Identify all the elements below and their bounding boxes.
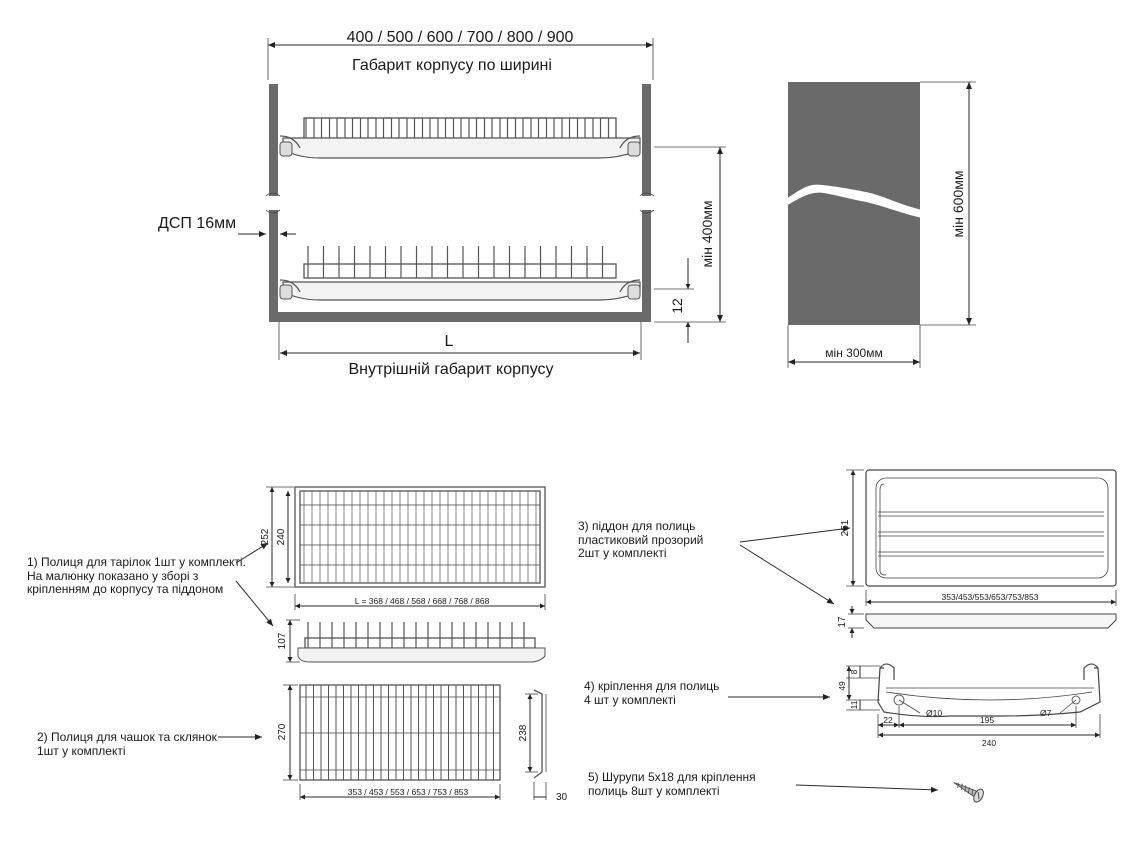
screw-note-line2: полиць 8шт у комплекті: [588, 784, 720, 798]
bottom-board: [278, 312, 642, 322]
board-thickness-label: ДСП 16мм: [158, 215, 236, 232]
tray-sizes: 353/453/553/653/753/853: [942, 592, 1039, 602]
cup-shelf-note: 2) Полиця для чашок та склянок 1шт у ком…: [37, 730, 262, 758]
l-label: L: [445, 333, 454, 350]
mount-dim-8: 8: [849, 669, 859, 674]
plate-shelf-dim-240: 240: [276, 528, 287, 545]
mount-dim-22: 22: [883, 715, 893, 725]
cabinet-side-view: мін 600мм мін 300мм: [786, 81, 976, 368]
cup-shelf-sizes: 353 / 453 / 553 / 653 / 753 / 853: [348, 787, 469, 797]
cup-shelf-drawing: 270 353 / 453 / 553 / 653 / 753 / 853 23…: [277, 684, 568, 803]
plate-shelf-dim-252: 252: [260, 528, 271, 545]
mount-hole-10: Ø10: [926, 708, 942, 718]
plate-shelf-note-line1: 1) Полиця для тарілок 1шт у комплекті.: [27, 555, 246, 569]
plate-shelf-dim-107: 107: [277, 632, 288, 649]
tray-note-line1: 3) піддон для полиць: [578, 519, 695, 533]
cabinet-assembly-view: 400 / 500 / 600 / 700 / 800 / 900 Габари…: [158, 29, 726, 378]
plate-shelf-l-sizes: L = 368 / 468 / 568 / 668 / 768 / 868: [355, 596, 490, 606]
mount-hole-7: Ø7: [1040, 708, 1052, 718]
tray-note: 3) піддон для полиць пластиковий прозори…: [578, 519, 851, 605]
inner-width-caption: Внутрішній габарит корпусу: [348, 361, 553, 378]
tray-note-line3: 2шт у комплекті: [578, 546, 667, 560]
width-caption: Габарит корпусу по ширині: [352, 57, 552, 74]
screw-note-line1: 5) Шурупи 5х18 для кріплення: [588, 770, 756, 784]
screw-drawing: [953, 782, 984, 803]
right-panel-upper: [642, 84, 651, 196]
mount-dim-49: 49: [837, 681, 847, 691]
cabinet-min-width-label: мін 300мм: [825, 346, 882, 360]
mount-dim-195: 195: [980, 715, 994, 725]
mount-drawing: 49 8 11 Ø10 Ø7 22 195 240: [837, 663, 1101, 748]
left-panel-upper: [269, 84, 278, 196]
gap-label: 12: [669, 298, 685, 314]
plate-shelf-drawing: 252 240 L = 368 / 468 / 568 / 668 / 768 …: [260, 486, 546, 663]
plate-shelf-note: 1) Полиця для тарілок 1шт у комплекті. Н…: [27, 542, 274, 627]
left-panel-lower: [269, 210, 278, 322]
tray-drawing: 251 353/453/553/653/753/853 17: [837, 469, 1117, 638]
cabinet-min-height-label: мін 600мм: [950, 171, 966, 238]
mount-note: 4) кріплення для полиць 4 шт у комплекті: [584, 679, 830, 707]
lower-shelf: [279, 246, 641, 301]
min-height-label: мін 400мм: [699, 201, 715, 268]
mount-dim-11: 11: [849, 700, 859, 709]
plate-shelf-note-line3: кріпленням до корпусу та піддоном: [27, 582, 223, 596]
cup-shelf-dim-30: 30: [556, 792, 568, 803]
cup-shelf-note-line1: 2) Полиця для чашок та склянок: [37, 730, 218, 744]
width-sizes-label: 400 / 500 / 600 / 700 / 800 / 900: [347, 29, 574, 46]
tray-note-line2: пластиковий прозорий: [578, 533, 703, 547]
screw-note: 5) Шурупи 5х18 для кріплення полиць 8шт …: [588, 770, 939, 798]
mount-note-line2: 4 шт у комплекті: [584, 693, 676, 707]
cup-shelf-dim-238: 238: [518, 724, 529, 741]
mount-note-line1: 4) кріплення для полиць: [584, 679, 719, 693]
tray-dim-17: 17: [837, 616, 848, 628]
upper-shelf: [279, 117, 641, 159]
cup-shelf-dim-270: 270: [277, 723, 288, 740]
cup-shelf-note-line2: 1шт у комплекті: [37, 744, 126, 758]
right-panel-lower: [642, 210, 651, 322]
plate-shelf-note-line2: На малюнку показано у зборі з: [27, 569, 199, 583]
mount-dim-240: 240: [982, 738, 996, 748]
